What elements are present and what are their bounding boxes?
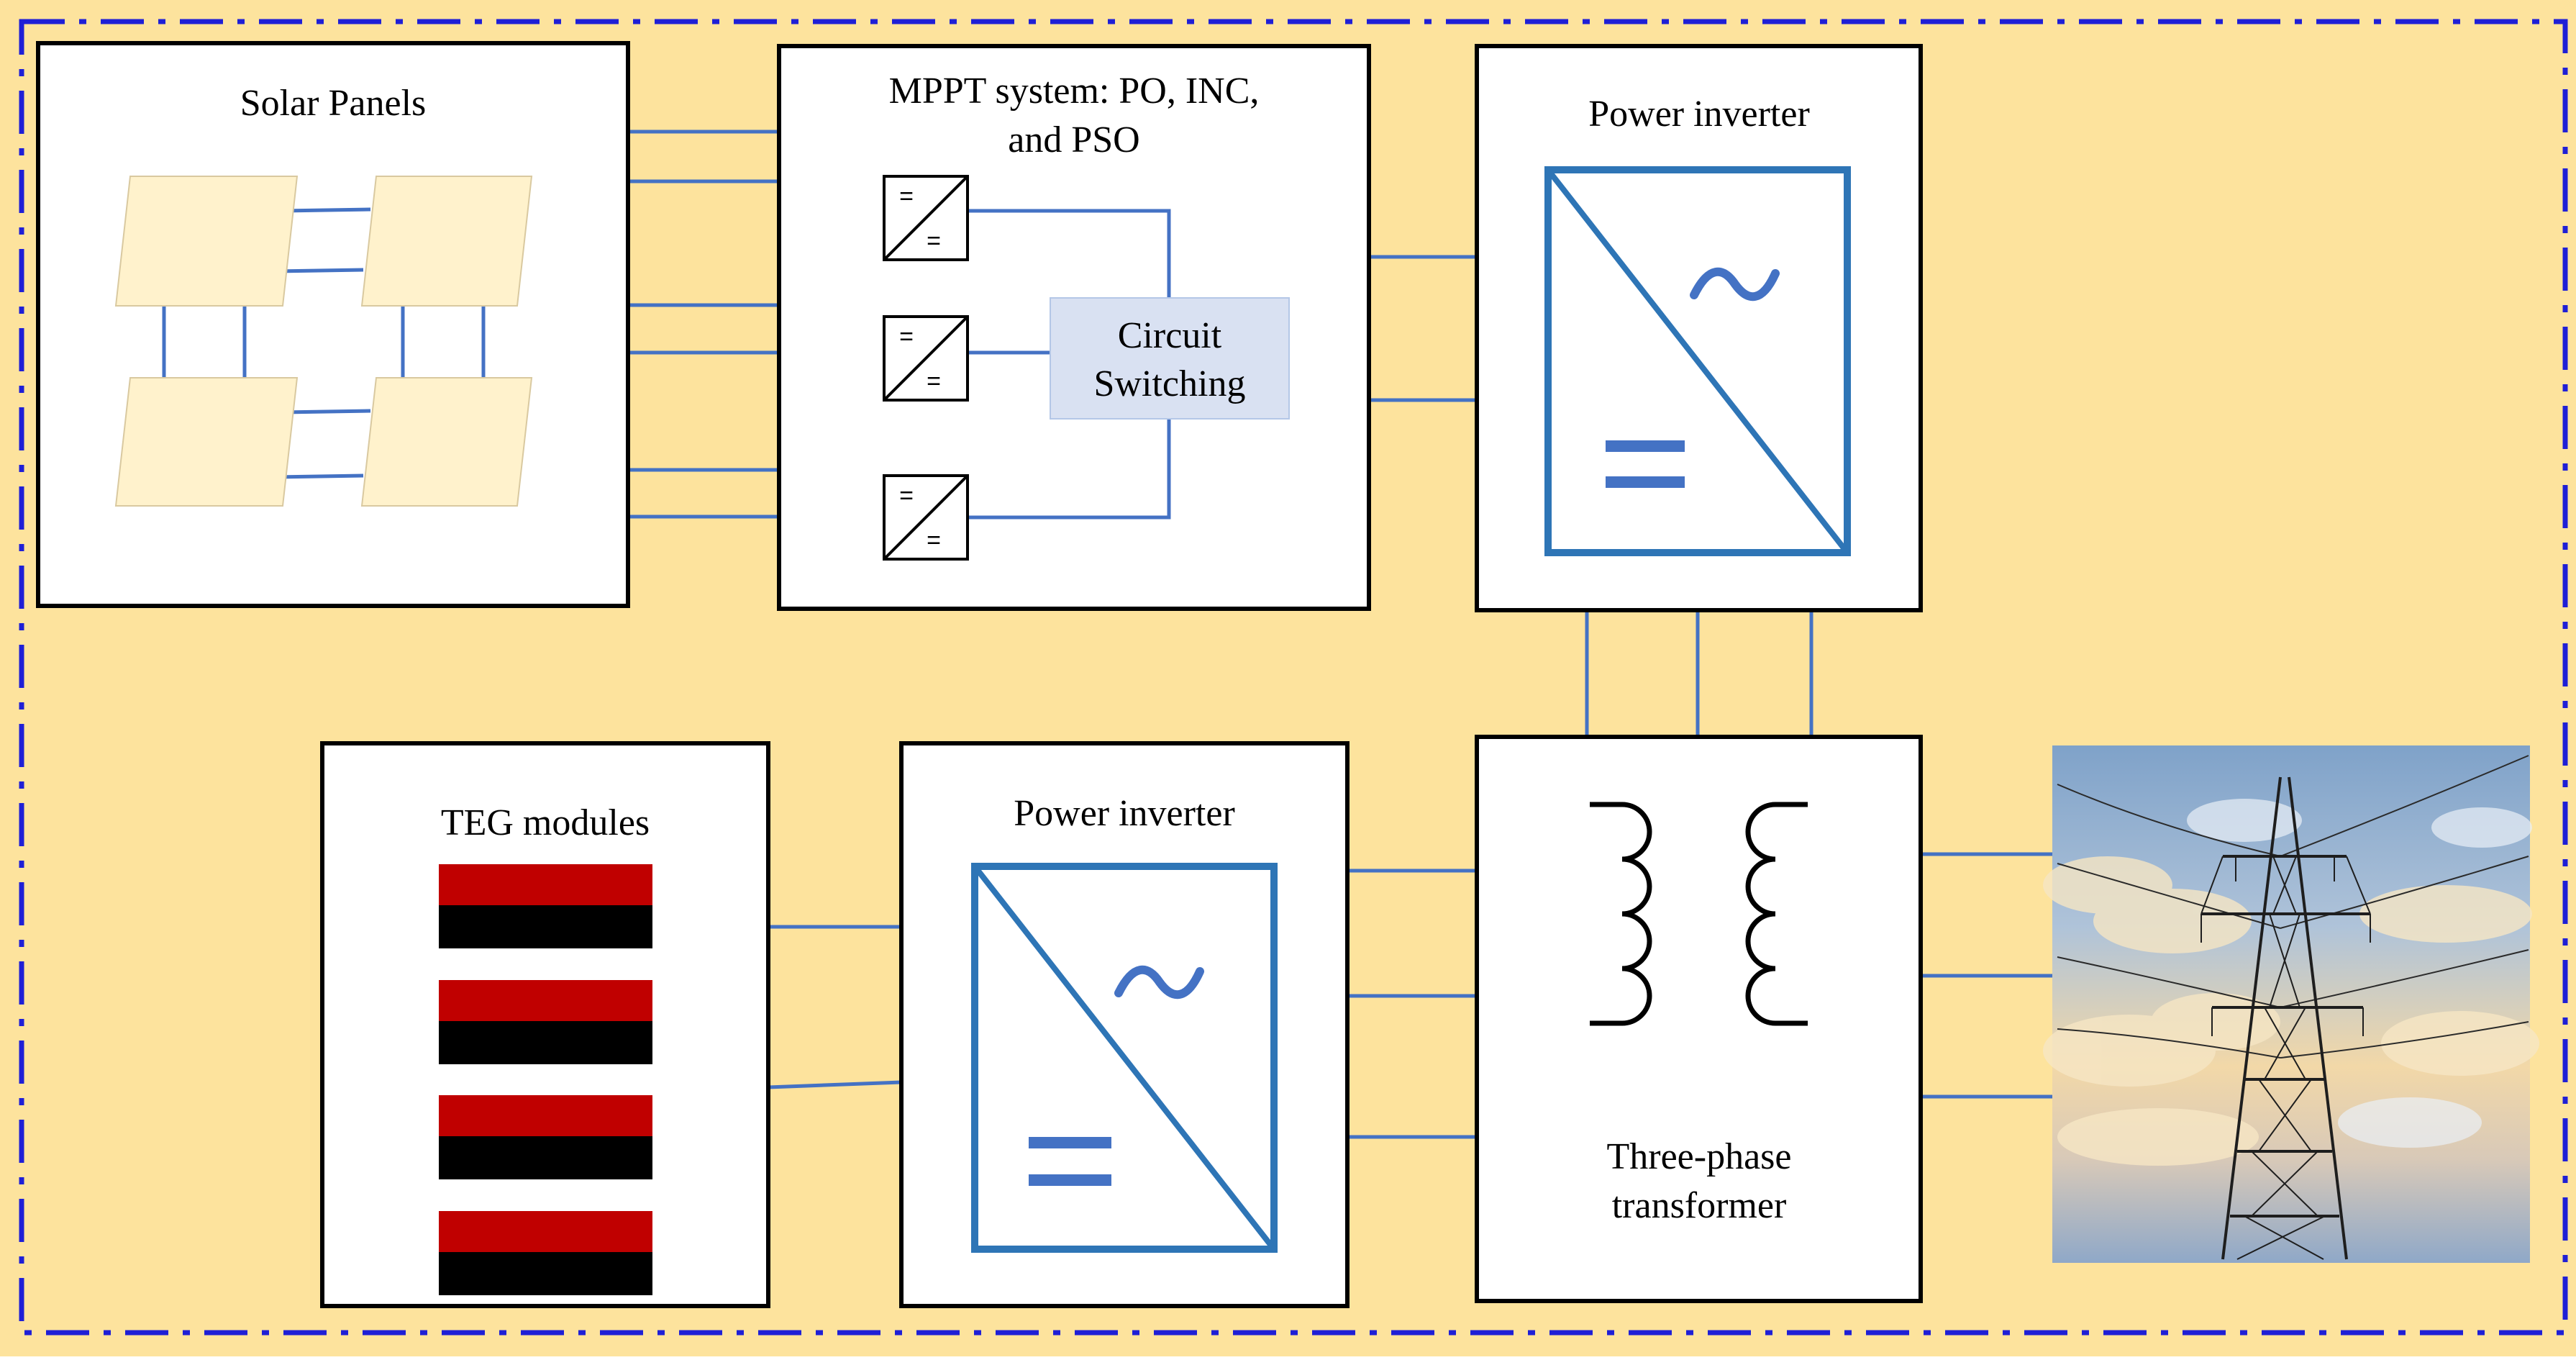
svg-text:=: = xyxy=(899,482,914,509)
solar-panels-title: Solar Panels xyxy=(240,83,427,124)
power-inverter-bottom-block: Power inverter xyxy=(899,741,1350,1308)
teg-module-icon xyxy=(439,1211,652,1295)
solar-panels-block: Solar Panels xyxy=(36,41,630,608)
transformer-title-line2: transformer xyxy=(1612,1185,1787,1226)
teg-modules-title: TEG modules xyxy=(441,802,650,843)
dc-dc-converter-icon: = = xyxy=(883,474,969,561)
inverter-icon xyxy=(1544,166,1851,556)
mppt-title-line2: and PSO xyxy=(1008,119,1139,160)
svg-text:=: = xyxy=(899,323,914,350)
mppt-title-line1: MPPT system: PO, INC, xyxy=(889,71,1260,112)
inverter-icon xyxy=(971,863,1278,1253)
svg-text:=: = xyxy=(899,183,914,210)
dc-dc-converter-icon: = = xyxy=(883,175,969,261)
dc-dc-converter-icon: = = xyxy=(883,315,969,402)
connection-wires xyxy=(628,130,2052,1139)
transformer-title-line1: Three-phase xyxy=(1607,1136,1792,1177)
teg-module-icon xyxy=(439,864,652,948)
circuit-switching-line1: Circuit xyxy=(1118,315,1222,356)
power-inverter-bottom-title: Power inverter xyxy=(1014,793,1235,834)
teg-module-icon xyxy=(439,1095,652,1179)
svg-text:=: = xyxy=(927,227,941,255)
svg-text:=: = xyxy=(927,527,941,554)
dashed-frame xyxy=(19,19,2568,1336)
power-inverter-top-block: Power inverter xyxy=(1475,44,1923,612)
three-phase-transformer-block: Three-phase transformer xyxy=(1475,735,1923,1303)
svg-text:=: = xyxy=(927,368,941,395)
transmission-tower-icon xyxy=(2043,745,2539,1263)
circuit-switching-line2: Switching xyxy=(1094,363,1246,404)
teg-modules-block: TEG modules xyxy=(320,741,770,1308)
transformer-coil-icon xyxy=(1590,802,1808,1026)
teg-module-icon xyxy=(439,980,652,1064)
power-inverter-top-title: Power inverter xyxy=(1588,94,1810,135)
solar-panel-array-icon xyxy=(114,176,533,507)
circuit-switching-box: Circuit Switching xyxy=(1050,297,1290,420)
mppt-block: MPPT system: PO, INC, and PSO = = = = = … xyxy=(777,44,1371,611)
